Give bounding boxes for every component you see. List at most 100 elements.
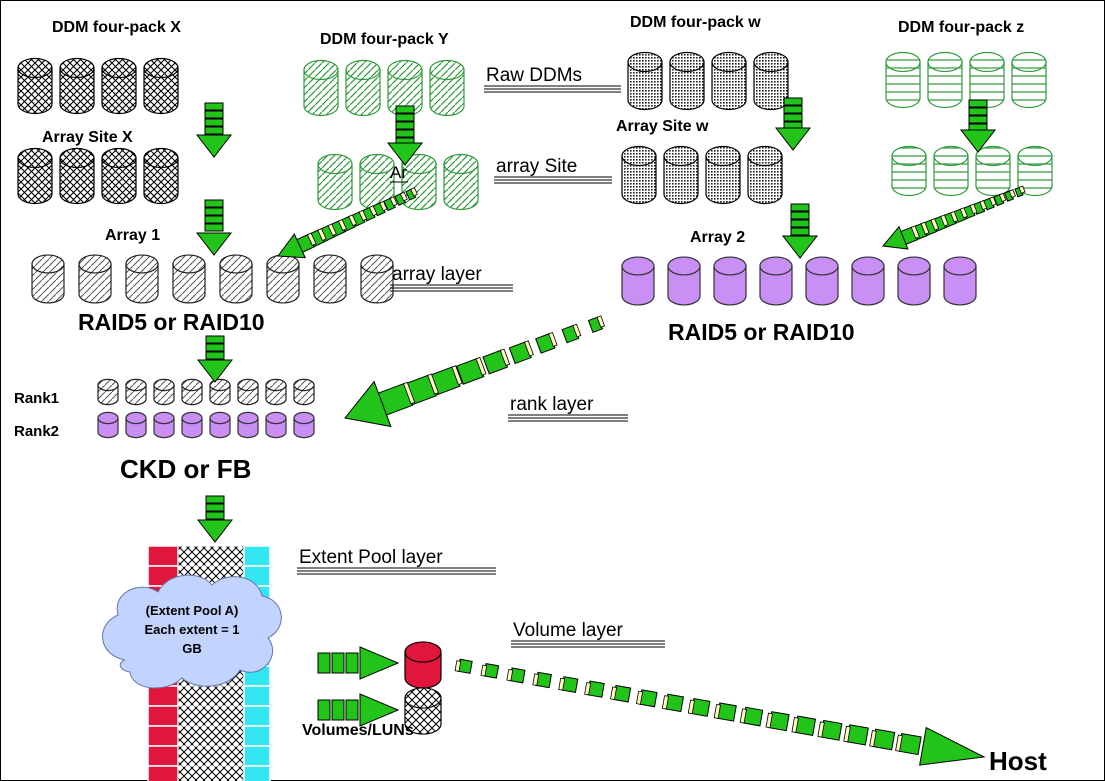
array-site-y-disk <box>443 153 479 211</box>
rank-2-disk <box>265 411 287 439</box>
arrow-site-x-to-array-segment <box>204 223 224 232</box>
arrow-volume-to-host-segment <box>506 667 526 684</box>
cloud-line-1: (Extent Pool A) <box>146 603 239 618</box>
rank-2-disk <box>97 411 119 439</box>
arrow-volume-to-host-segment <box>558 676 579 694</box>
arrow-ddm-z-to-site-segment <box>968 107 988 116</box>
arrow-ddm-x-to-site-segment <box>204 110 224 119</box>
arrow-rank-to-pool-segment <box>205 495 225 504</box>
ddm-w-disk <box>711 51 747 111</box>
arrow-pool-to-volume-segment <box>317 652 331 674</box>
arrow-pool-to-volume-segment <box>331 699 345 721</box>
extent-cyan <box>243 725 271 747</box>
arrow-volume-to-host-segment <box>843 724 869 746</box>
ddm-z-disk <box>927 51 963 109</box>
array-1-disk <box>313 254 347 304</box>
arrow-pool-to-volume-segment <box>317 699 331 721</box>
arrow-site-w-to-array-segment <box>790 203 810 212</box>
rank-1-disk <box>181 378 203 406</box>
ddm-y-disk <box>303 59 339 117</box>
array-2-disk <box>943 256 977 306</box>
arrow-volume-to-host-segment <box>584 680 605 698</box>
arrow-array-to-rank-segment <box>205 335 225 344</box>
array-site-x-disk <box>143 147 179 205</box>
rank-2-disk <box>209 411 231 439</box>
arrow-volume-to-host-segment <box>765 711 790 732</box>
arrow-volume-to-host-segment <box>713 702 737 722</box>
arrow-ddm-w-to-site-head <box>774 127 812 151</box>
rank-1-label: Rank1 <box>14 390 59 407</box>
arrow-pool-to-volume-segment <box>345 699 359 721</box>
arrow-site-x-to-array-head <box>195 232 233 256</box>
rank-2-disk <box>237 411 259 439</box>
extent-pool-layer-label: Extent Pool layer <box>299 547 443 568</box>
arrow-ddm-z-to-site-head <box>959 129 997 153</box>
ddm-z-disk <box>885 51 921 109</box>
arrow-ddm-y-to-site-segment <box>395 113 415 122</box>
arrow-array-2-to-rank-head <box>344 380 392 428</box>
arrow-site-z-to-array-2-head <box>882 225 909 250</box>
rank-1-disk <box>97 378 119 406</box>
arrow-volume-to-host-segment <box>791 715 817 736</box>
array-1-disk <box>172 254 206 304</box>
ddm-z-disk <box>969 51 1005 109</box>
arrow-pool-to-volume-segment <box>331 652 345 674</box>
arrow-array-2-to-rank-segment <box>561 323 582 344</box>
arrow-ddm-y-to-site-segment <box>395 129 415 138</box>
arrow-site-z-to-array-2-segment <box>993 192 1007 207</box>
extent-red <box>147 685 179 707</box>
array-site-w-disk <box>747 145 783 205</box>
arrow-array-to-rank-segment <box>205 351 225 360</box>
cloud-line-2: Each extent = 1 <box>144 622 239 637</box>
ddm-z-disk <box>1011 51 1047 109</box>
rank-1-disk <box>293 378 315 406</box>
array-site-w-disk <box>621 145 657 205</box>
array-site-w-disk <box>705 145 741 205</box>
arrow-ddm-x-to-site-head <box>195 134 233 158</box>
arrow-volume-to-host-segment <box>817 719 843 741</box>
arrow-ddm-x-to-site-segment <box>204 118 224 127</box>
data-flow-arrows <box>195 97 1026 766</box>
arrow-rank-to-pool-segment <box>205 511 225 520</box>
array-1-disk <box>219 254 253 304</box>
extent-cyan <box>243 545 271 567</box>
array-1-disk <box>125 254 159 304</box>
rank-2-disk <box>153 411 175 439</box>
extent-hatched <box>177 765 245 781</box>
cloud-line-3: GB <box>182 641 202 656</box>
arrow-site-x-to-array-segment <box>204 199 224 208</box>
array-site-layer-label: array Site <box>496 156 577 177</box>
extent-hatched <box>177 725 245 747</box>
arrow-ddm-x-to-site-segment <box>204 102 224 111</box>
arrow-array-to-rank-segment <box>205 343 225 352</box>
arrow-array-2-to-rank-segment <box>429 365 463 396</box>
array-2-label: Array 2 <box>690 229 745 246</box>
arrow-array-2-to-rank-segment <box>455 356 487 385</box>
extent-pool-cloud <box>102 574 282 689</box>
extent-hatched <box>177 705 245 727</box>
arrow-site-z-to-array-2-segment <box>1014 185 1026 198</box>
rank-1-disk <box>265 378 287 406</box>
arrow-volume-to-host-head <box>919 726 986 766</box>
array-1-disk <box>266 254 300 304</box>
array-site-y-disk <box>359 153 395 211</box>
raw-ddms-label: Raw DDMs <box>486 65 582 86</box>
array-site-x-disk <box>59 147 95 205</box>
arrow-array-2-to-rank-segment <box>508 340 534 365</box>
array-site-w-label: Array Site w <box>616 118 709 135</box>
arrow-site-w-to-array-segment <box>790 219 810 228</box>
four-pack-w-title: DDM four-pack w <box>630 14 761 31</box>
rank-layer-label: rank layer <box>510 394 594 415</box>
arrow-pool-to-volume-head <box>359 646 400 680</box>
volume-disk-hatched <box>404 687 442 735</box>
arrow-array-to-rank-head <box>196 359 234 383</box>
array-1-label: Array 1 <box>105 227 160 244</box>
extent-cyan <box>243 765 271 781</box>
ddm-x-disk <box>59 57 95 115</box>
disk-drives <box>17 51 1053 735</box>
array-site-z-disk <box>891 145 927 197</box>
rank-2-disk <box>125 411 147 439</box>
arrow-volume-to-host-segment <box>610 684 632 703</box>
